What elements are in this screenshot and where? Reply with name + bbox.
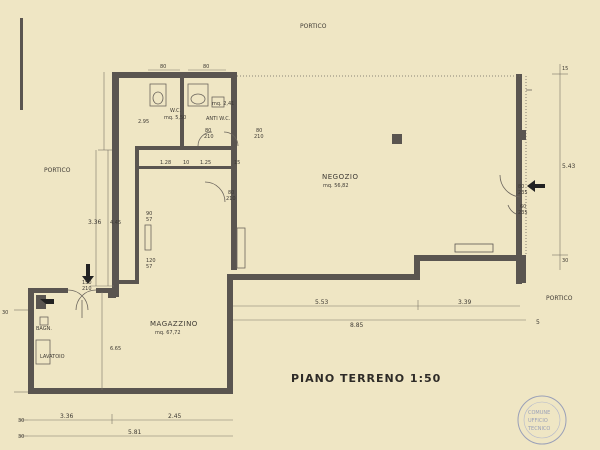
magazzino-area: mq. 67,72 <box>155 330 181 336</box>
shelf-1 <box>144 224 152 251</box>
svg-text:80: 80 <box>228 190 234 196</box>
svg-text:5.53: 5.53 <box>315 299 329 306</box>
wc-area: mq. 5,50 <box>164 115 186 121</box>
svg-text:COMUNE: COMUNE <box>528 410 550 416</box>
svg-text:80: 80 <box>256 128 262 134</box>
svg-text:210: 210 <box>204 134 214 140</box>
portico-outline <box>237 75 532 255</box>
wall-left-fragment <box>20 18 23 110</box>
doors <box>67 131 521 318</box>
svg-text:TECNICO: TECNICO <box>527 426 550 432</box>
svg-text:4.45: 4.45 <box>110 220 121 226</box>
shelf-2 <box>236 227 246 269</box>
portico-top-label: PORTICO <box>300 23 327 30</box>
svg-text:3.39: 3.39 <box>458 299 472 306</box>
bagno-label: BAGN. <box>36 326 52 332</box>
anti-wc-area: mq. 2,41 <box>212 101 234 107</box>
svg-text:UFFICIO: UFFICIO <box>528 418 548 424</box>
entrance-arrows <box>40 180 545 304</box>
magazzino-label: MAGAZZINO <box>150 320 198 328</box>
svg-text:235: 235 <box>518 210 528 216</box>
plan-title: PIANO TERRENO 1:50 <box>291 372 441 385</box>
dimension-lines <box>14 64 568 437</box>
svg-text:10: 10 <box>183 160 189 166</box>
svg-text:5.43: 5.43 <box>562 163 576 170</box>
dimension-labels: 5.53 3.39 8.85 5 3.36 2.45 5.81 30 30 5.… <box>2 64 576 440</box>
svg-text:235: 235 <box>518 190 528 196</box>
wc-label: W.C. <box>170 108 181 114</box>
portico-right-label: PORTICO <box>546 295 573 302</box>
negozio-label: NEGOZIO <box>322 173 358 181</box>
svg-text:150: 150 <box>82 280 92 286</box>
svg-text:80: 80 <box>203 64 209 70</box>
anti-wc-label: ANTI W.C. <box>206 116 231 122</box>
svg-text:1.28: 1.28 <box>160 160 171 166</box>
svg-text:210: 210 <box>82 286 92 292</box>
svg-text:2.45: 2.45 <box>168 413 182 420</box>
svg-text:1.25: 1.25 <box>200 160 211 166</box>
svg-text:3.36: 3.36 <box>60 413 74 420</box>
negozio-area: mq. 56,82 <box>323 183 349 189</box>
svg-text:30: 30 <box>18 418 24 424</box>
bagno-fixture <box>39 316 49 326</box>
svg-text:80: 80 <box>205 128 211 134</box>
svg-text:80: 80 <box>160 64 166 70</box>
svg-text:120: 120 <box>146 258 156 264</box>
column-1 <box>392 134 402 144</box>
portico-left-label: PORTICO <box>44 167 71 174</box>
svg-text:5.81: 5.81 <box>128 429 142 436</box>
svg-text:15: 15 <box>562 66 568 72</box>
labels: PORTICO PORTICO PORTICO NEGOZIO mq. 56,8… <box>36 23 573 385</box>
official-stamp: COMUNE UFFICIO TECNICO <box>517 395 567 445</box>
svg-text:90: 90 <box>146 211 152 217</box>
svg-text:210: 210 <box>226 196 236 202</box>
svg-text:5: 5 <box>536 319 540 326</box>
svg-text:8.85: 8.85 <box>350 322 364 329</box>
svg-text:6.65: 6.65 <box>110 346 121 352</box>
counter <box>454 243 494 253</box>
svg-text:80: 80 <box>518 184 524 190</box>
svg-text:15: 15 <box>234 160 240 166</box>
svg-text:210: 210 <box>254 134 264 140</box>
svg-text:57: 57 <box>146 264 152 270</box>
walls <box>28 72 526 394</box>
svg-text:30: 30 <box>2 310 8 316</box>
svg-text:2.95: 2.95 <box>138 119 149 125</box>
lavatoio-label: LAVATOIO <box>40 354 65 360</box>
svg-text:57: 57 <box>146 217 152 223</box>
svg-text:30: 30 <box>562 258 568 264</box>
lavatoio-fixture <box>35 339 51 365</box>
wc-fixtures <box>149 83 225 108</box>
svg-text:30: 30 <box>18 434 24 440</box>
column-2 <box>516 130 526 140</box>
svg-text:60: 60 <box>520 204 526 210</box>
svg-text:3.36: 3.36 <box>88 219 102 226</box>
